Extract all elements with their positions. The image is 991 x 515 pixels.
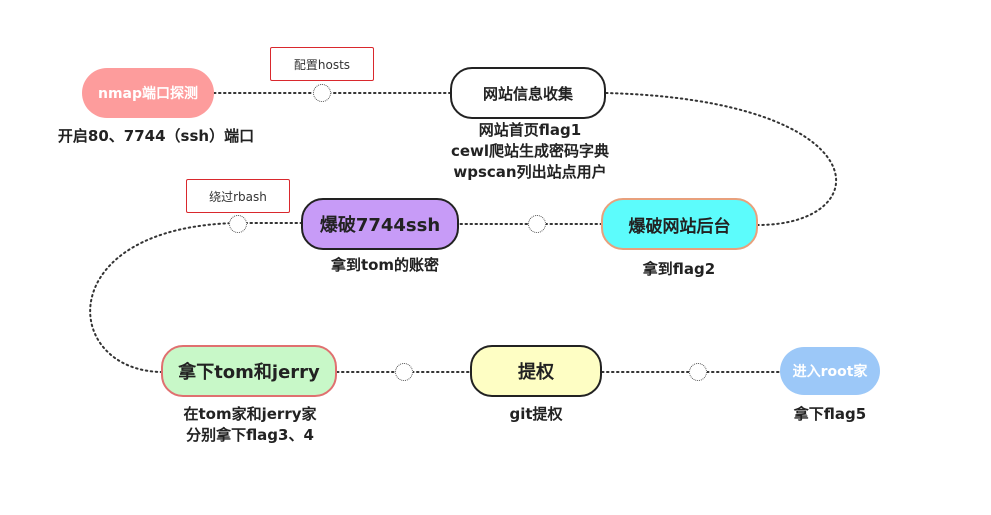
connector-info-brute-web [605, 92, 838, 226]
node-brute-web: 爆破网站后台 [601, 198, 758, 250]
caption-line: git提权 [509, 405, 563, 423]
caption-line: 开启80、7744（ssh）端口 [57, 127, 255, 145]
caption-root: 拿下flag5 [770, 404, 890, 425]
caption-line: 拿到tom的账密 [330, 256, 440, 274]
caption-line: 拿到flag2 [642, 260, 716, 278]
node-brute-ssh: 爆破7744ssh [301, 198, 459, 250]
caption-brute-web: 拿到flag2 [600, 259, 758, 280]
caption-site-info: 网站首页flag1 cewl爬站生成密码字典 wpscan列出站点用户 [430, 120, 630, 183]
junction-hosts [313, 84, 331, 102]
node-privesc: 提权 [470, 345, 602, 397]
caption-line: 在tom家和jerry家 [183, 405, 317, 423]
caption-line: cewl爬站生成密码字典 [450, 142, 610, 160]
caption-privesc: git提权 [470, 404, 602, 425]
caption-line: 拿下flag5 [793, 405, 867, 423]
connector-rbash-take-users [89, 222, 241, 373]
caption-brute-ssh: 拿到tom的账密 [300, 255, 470, 276]
node-site-info: 网站信息收集 [450, 67, 606, 119]
junction-rbash [229, 215, 247, 233]
junction-privesc [395, 363, 413, 381]
caption-take-users: 在tom家和jerry家 分别拿下flag3、4 [150, 404, 350, 446]
caption-line: 分别拿下flag3、4 [186, 426, 314, 444]
node-root: 进入root家 [780, 347, 880, 395]
tag-configure-hosts: 配置hosts [270, 47, 374, 81]
caption-line: wpscan列出站点用户 [453, 163, 607, 181]
caption-line: 网站首页flag1 [478, 121, 582, 139]
tag-bypass-rbash: 绕过rbash [186, 179, 290, 213]
node-take-users: 拿下tom和jerry [161, 345, 337, 397]
caption-nmap: 开启80、7744（ssh）端口 [38, 126, 274, 147]
node-nmap-scan: nmap端口探测 [82, 68, 214, 118]
junction-brute [528, 215, 546, 233]
junction-root [689, 363, 707, 381]
